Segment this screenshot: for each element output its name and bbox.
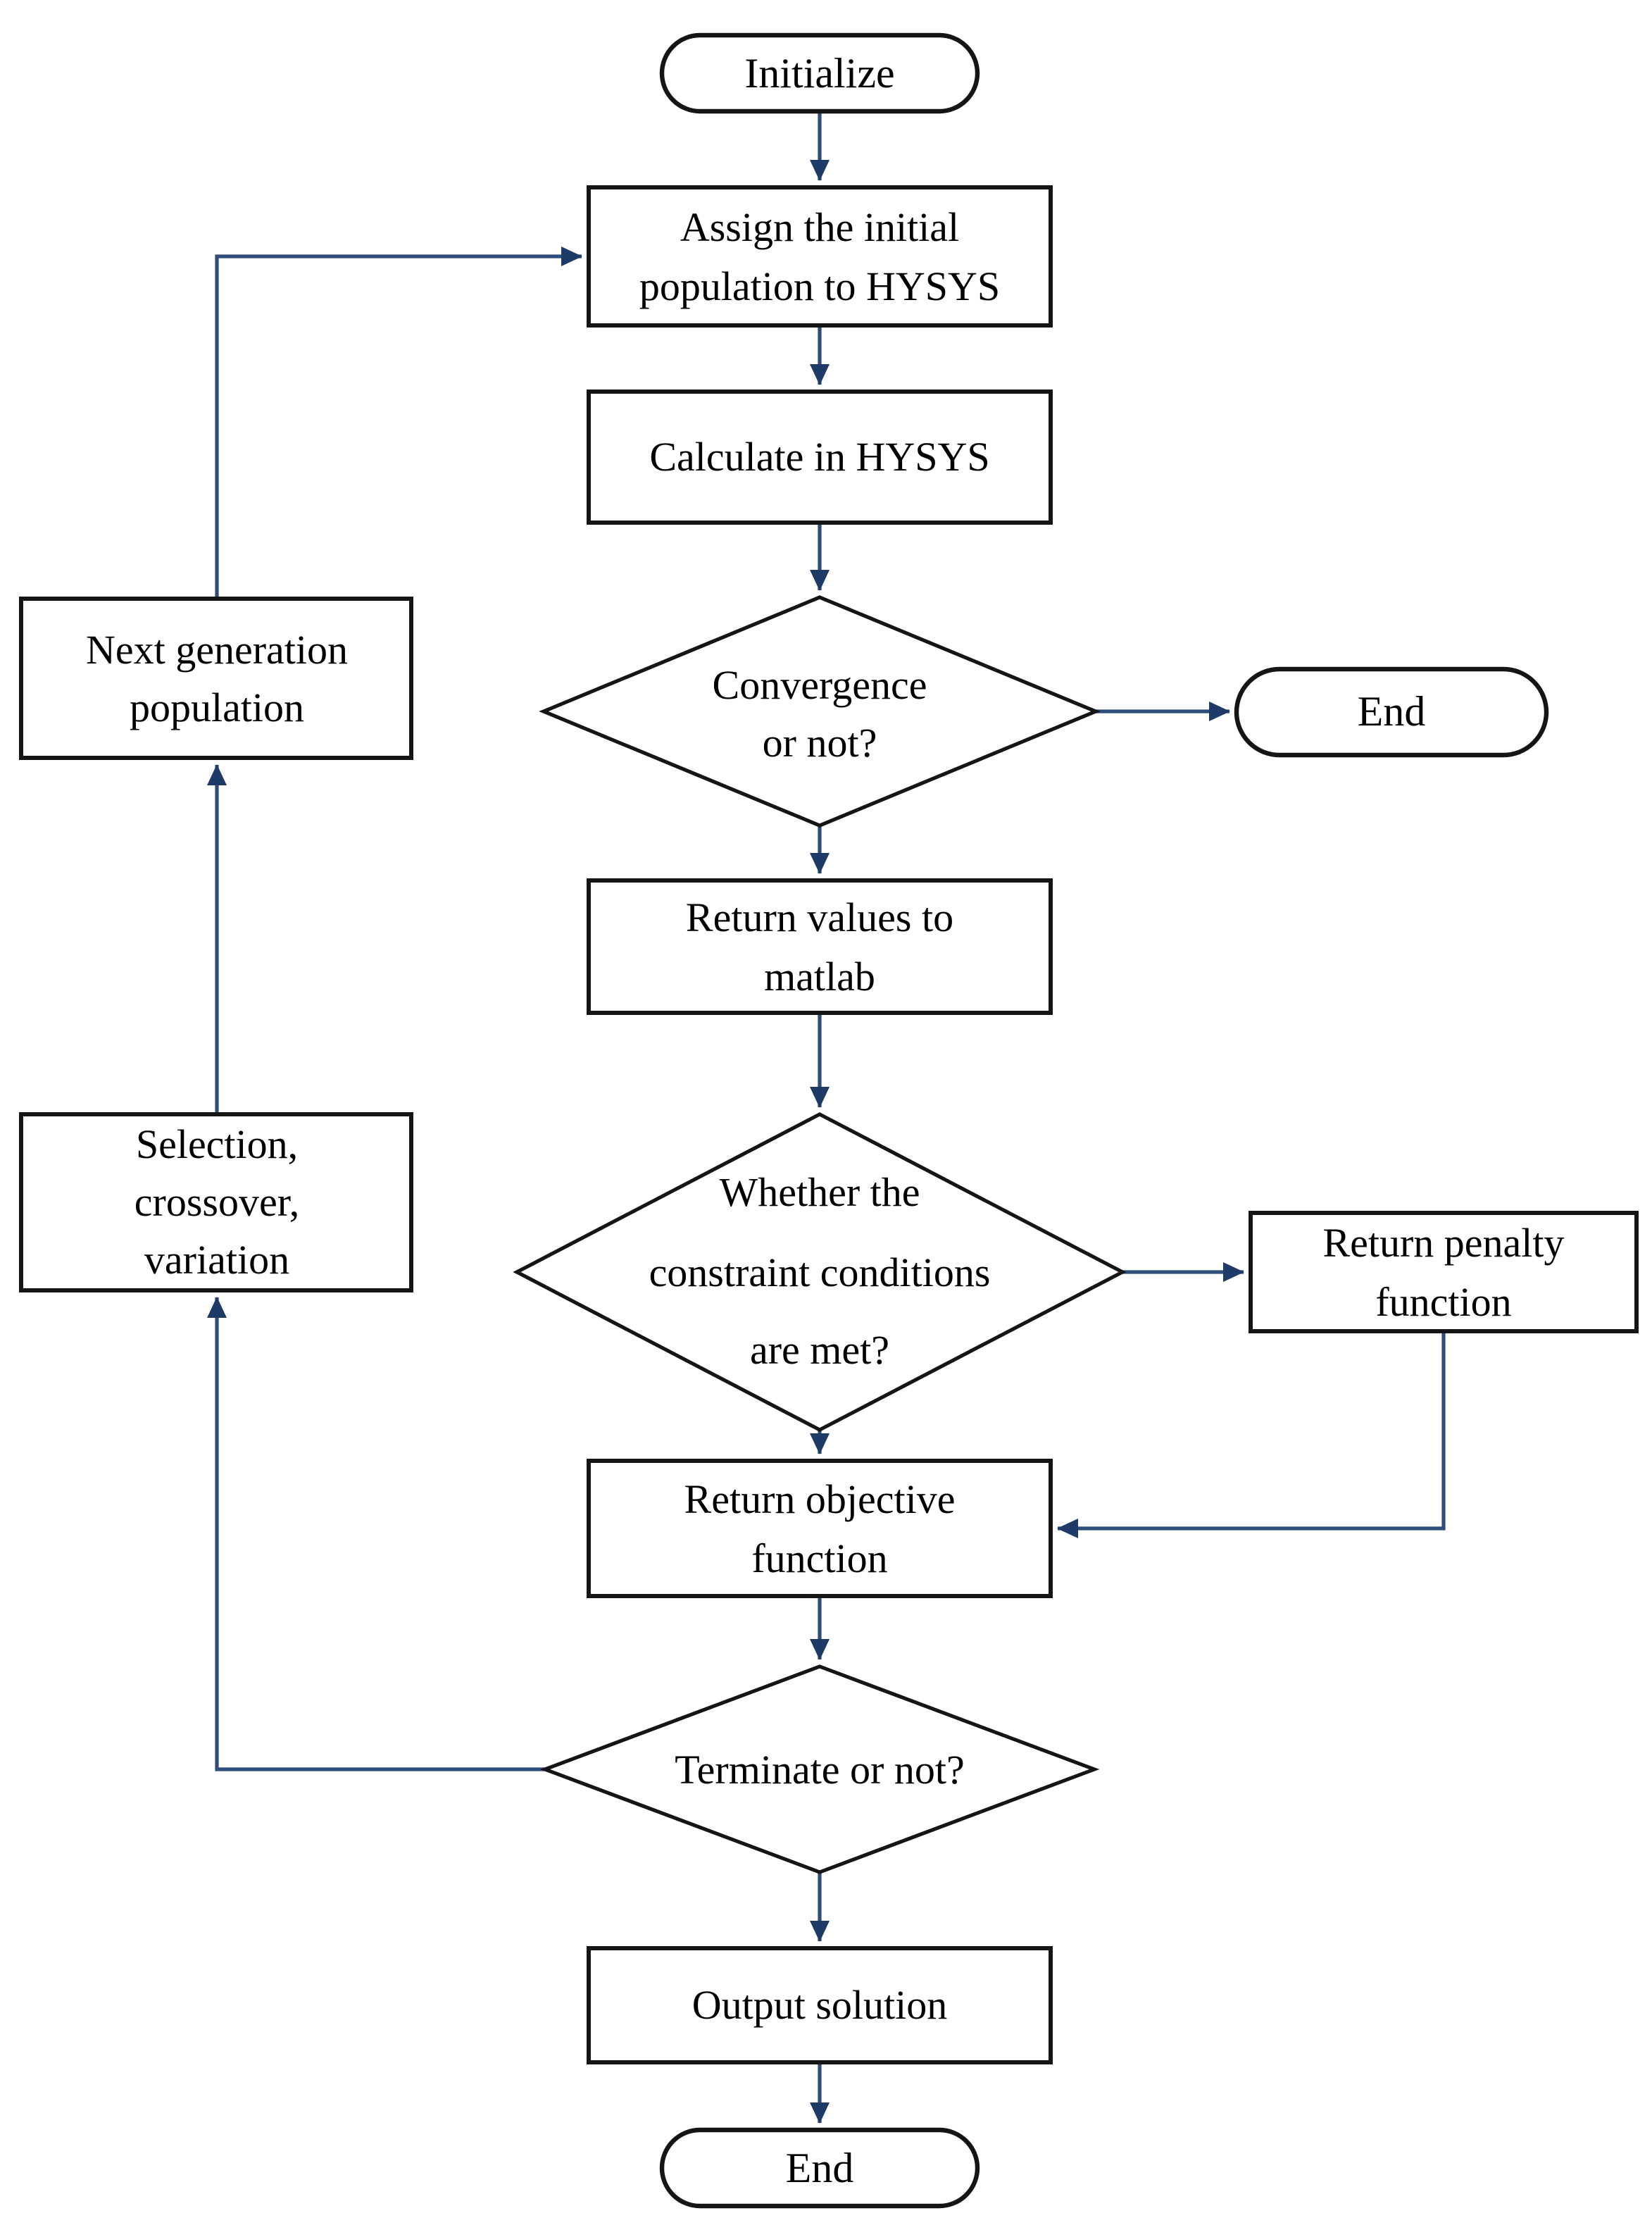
node-label-line: variation	[144, 1237, 289, 1283]
node-end-right: End	[1234, 666, 1549, 758]
node-label-line: Calculate in HYSYS	[649, 434, 989, 480]
node-label-line: population	[130, 685, 304, 730]
node-label-line: Initialize	[744, 50, 894, 96]
node-label-line: Return values to	[686, 895, 953, 940]
node-label-line: or not?	[763, 720, 877, 766]
node-label-line: End	[786, 2145, 854, 2191]
node-label-line: End	[1358, 688, 1426, 735]
node-label-line: Return penalty	[1322, 1220, 1564, 1266]
node-label-line: function	[1375, 1279, 1511, 1325]
node-label-line: population to HYSYS	[639, 263, 1000, 309]
node-label-line: Selection,	[136, 1121, 298, 1167]
node-label-line: function	[751, 1535, 887, 1581]
initialize-stadium	[659, 32, 980, 114]
end-bottom-stadium	[659, 2127, 980, 2209]
node-label-line: Output solution	[692, 1982, 948, 2028]
node-initialize: Initialize	[659, 32, 980, 114]
node-assign: Assign the initial population to HYSYS	[587, 185, 1053, 328]
node-label-line: Convergence	[713, 662, 927, 708]
node-label-line: Whether the	[719, 1169, 920, 1215]
node-next-generation: Next generation population	[19, 597, 413, 760]
node-convergence: Convergence or not?	[539, 595, 1101, 828]
node-end-bottom: End	[659, 2127, 980, 2209]
node-return-penalty: Return penalty function	[1249, 1211, 1639, 1333]
node-terminate: Terminate or not?	[539, 1664, 1100, 1874]
return-values-rect	[587, 878, 1053, 1015]
convergence-diamond	[539, 595, 1101, 828]
return-penalty-rect	[1249, 1211, 1639, 1333]
edge-terminate-to-selection	[207, 1297, 545, 1771]
edge-penalty-to-objective	[1057, 1331, 1446, 1538]
node-selection: Selection, crossover, variation	[19, 1112, 413, 1292]
node-label-line: are met?	[750, 1327, 889, 1373]
node-label-line: constraint conditions	[649, 1250, 991, 1295]
return-objective-rect	[587, 1459, 1053, 1598]
selection-rect	[19, 1112, 413, 1292]
node-label-line: crossover,	[134, 1179, 299, 1225]
edge-next-generation-to-assign	[215, 247, 582, 599]
assign-rect	[587, 185, 1053, 328]
terminate-diamond	[539, 1664, 1100, 1874]
flow-nodes: Initialize Assign the initial population…	[19, 32, 1639, 2209]
node-label-line: Return objective	[684, 1476, 956, 1522]
end-right-stadium	[1234, 666, 1549, 758]
node-output-solution: Output solution	[587, 1946, 1053, 2064]
node-return-values: Return values to matlab	[587, 878, 1053, 1015]
node-label-line: matlab	[764, 954, 875, 999]
node-label-line: Assign the initial	[680, 204, 959, 250]
node-calculate: Calculate in HYSYS	[587, 390, 1053, 525]
flow-arrows	[207, 111, 1446, 2124]
node-return-objective: Return objective function	[587, 1459, 1053, 1598]
next-generation-rect	[19, 597, 413, 760]
node-constraint: Whether the constraint conditions are me…	[513, 1112, 1127, 1432]
node-label-line: Terminate or not?	[675, 1747, 964, 1793]
output-solution-rect	[587, 1946, 1053, 2064]
node-label-line: Next generation	[86, 627, 348, 673]
constraint-diamond	[513, 1112, 1127, 1432]
calculate-rect	[587, 390, 1053, 525]
